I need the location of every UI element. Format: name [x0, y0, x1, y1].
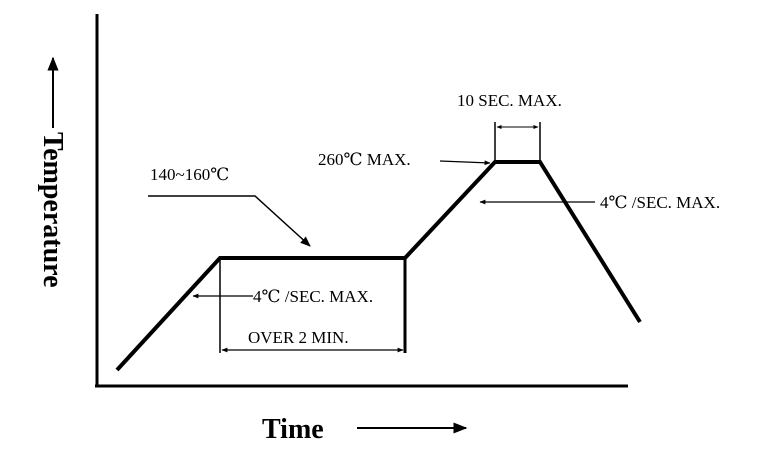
y-axis-title: Temperature	[37, 132, 68, 288]
preheat-temp-leader	[148, 195, 311, 247]
preheat-time-label: OVER 2 MIN.	[248, 328, 349, 347]
peak-time-label: 10 SEC. MAX.	[457, 91, 562, 110]
x-axis-title: Time	[262, 414, 324, 445]
ramp-down-rate-label: 4℃ /SEC. MAX.	[600, 193, 720, 212]
temperature-profile-curve	[115, 160, 642, 372]
preheat-temp-label: 140~160℃	[150, 165, 229, 184]
ramp-up-rate-label: 4℃ /SEC. MAX.	[253, 287, 373, 306]
peak-temp-label: 260℃ MAX.	[318, 150, 411, 169]
peak-temp-pointer	[439, 160, 491, 166]
